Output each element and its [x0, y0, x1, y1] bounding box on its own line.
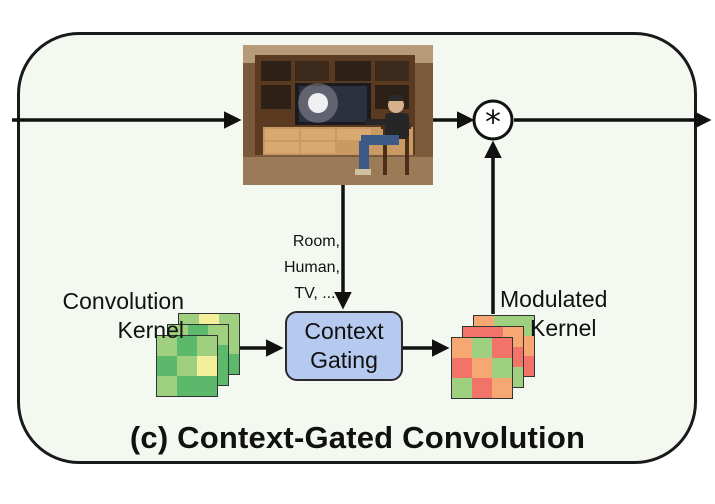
multiply-operator-symbol: * — [485, 103, 501, 141]
modulated-kernel-cell — [492, 338, 512, 358]
modulated-kernel-label-line2: Kernel — [530, 315, 597, 341]
living-room-illustration — [243, 45, 433, 185]
context-word-human: Human, — [283, 259, 340, 276]
convolution-kernel-label-line2: Kernel — [117, 317, 184, 343]
context-word-room: Room, — [292, 233, 340, 250]
modulated-kernel-cell — [472, 378, 492, 398]
context-gating-label-line2: Gating — [310, 347, 378, 373]
modulated-kernel-cell — [452, 378, 472, 398]
convolution-kernel-cell — [197, 356, 217, 376]
modulated-kernel-cell — [492, 358, 512, 378]
convolution-kernel-label: Convolution Kernel — [34, 287, 184, 345]
modulated-kernel-cell — [452, 358, 472, 378]
modulated-kernel-cell — [472, 358, 492, 378]
convolution-kernel-label-line1: Convolution — [62, 288, 184, 314]
modulated-kernel-cell — [452, 338, 472, 358]
context-word-tv: TV, .... — [294, 285, 340, 302]
convolution-kernel-cell — [157, 376, 177, 396]
modulated-kernel-label-line1: Modulated — [500, 286, 608, 312]
context-gating-box: Context Gating — [285, 311, 403, 381]
convolution-kernel-cell — [157, 356, 177, 376]
context-photo — [243, 45, 433, 185]
convolution-kernel-cell — [197, 336, 217, 356]
convolution-kernel-cell — [177, 336, 197, 356]
modulated-kernel-cell — [472, 338, 492, 358]
convolution-kernel-cell — [177, 376, 197, 396]
modulated-kernel-cell — [492, 378, 512, 398]
convolution-kernel-card-3 — [156, 335, 218, 397]
convolution-kernel-cell — [177, 356, 197, 376]
multiply-operator-circle — [472, 99, 514, 141]
context-gating-label-line1: Context — [304, 318, 384, 344]
convolution-kernel-cell — [197, 376, 217, 396]
modulated-kernel-label: Modulated Kernel — [500, 285, 640, 343]
diagram-caption: (c) Context-Gated Convolution — [129, 420, 586, 455]
context-words: Room, Human, TV, .... — [262, 229, 340, 307]
convolution-kernel-cell — [157, 336, 177, 356]
modulated-kernel-card-3 — [451, 337, 513, 399]
